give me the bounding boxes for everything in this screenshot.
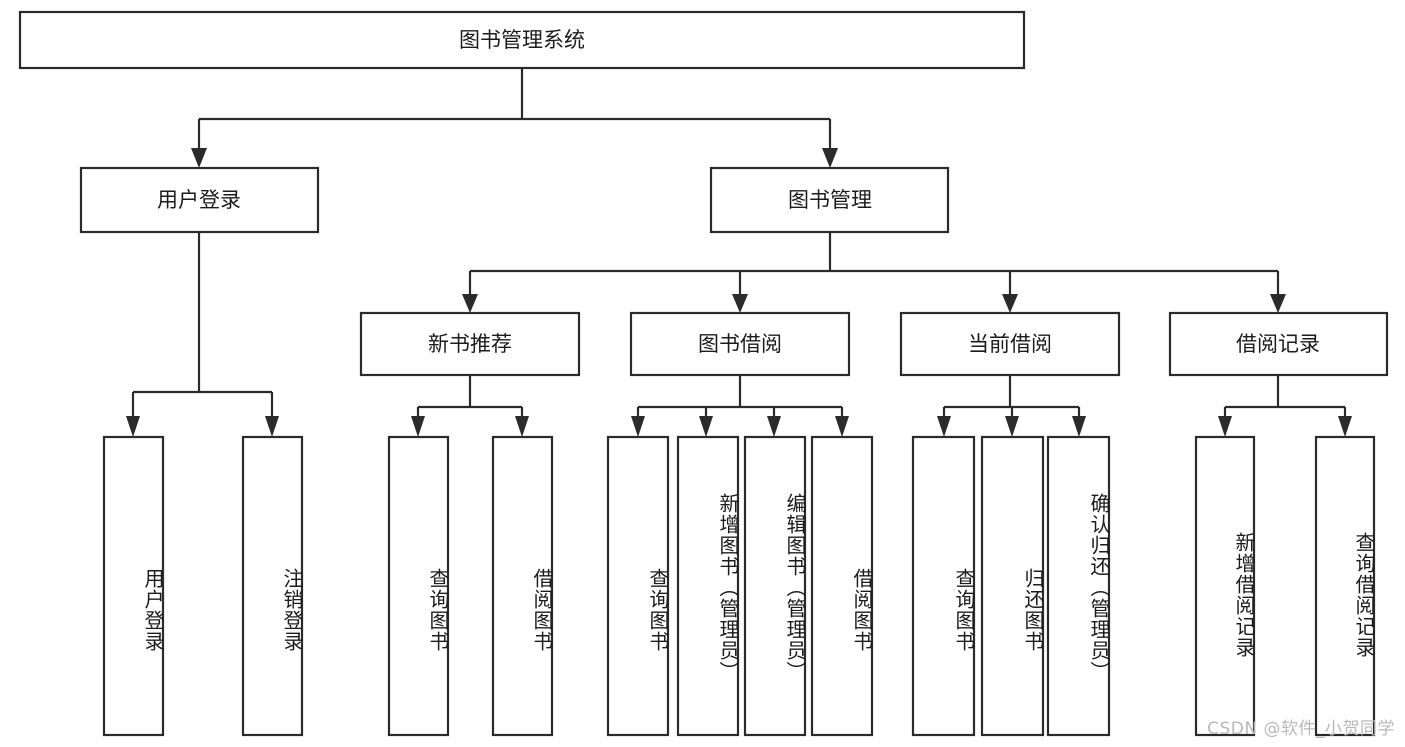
node-leaf-user-logout[interactable] [241, 435, 304, 737]
arrow-head-icon [462, 294, 478, 313]
node-leaf-query-book-3[interactable] [911, 435, 976, 737]
node-leaf-borrow-book-1[interactable] [491, 435, 554, 737]
node-new-book-recommend-label: 新书推荐 [428, 332, 512, 356]
node-user-login[interactable] [79, 166, 320, 234]
node-leaf-query-book-2[interactable] [606, 435, 670, 737]
arrow-head-icon [1072, 416, 1086, 437]
arrow-head-icon [1338, 416, 1352, 437]
node-leaf-add-borrow-record[interactable] [1194, 435, 1256, 737]
node-leaf-return-book[interactable] [980, 435, 1045, 737]
connectors-userlogin-to-leaves [126, 232, 279, 437]
arrow-head-icon [265, 416, 279, 437]
arrow-head-icon [1002, 294, 1018, 313]
node-root-system[interactable] [18, 10, 1026, 70]
node-new-book-recommend[interactable] [359, 311, 581, 377]
arrow-head-icon [835, 416, 849, 437]
arrow-head-icon [767, 416, 781, 437]
csdn-watermark: CSDN @软件_小贺同学 [1207, 719, 1395, 739]
arrow-head-icon [631, 416, 645, 437]
node-leaf-confirm-return-admin[interactable] [1046, 435, 1111, 737]
node-book-borrow[interactable] [629, 311, 851, 377]
arrow-head-icon [937, 416, 951, 437]
node-current-borrow[interactable] [899, 311, 1121, 377]
node-root-system-label: 图书管理系统 [459, 28, 585, 52]
arrow-head-icon [1270, 294, 1286, 313]
node-current-borrow-label: 当前借阅 [968, 332, 1052, 356]
node-leaf-edit-book-admin[interactable] [743, 435, 807, 737]
connectors-root-to-level1 [191, 68, 838, 168]
arrow-head-icon [191, 148, 207, 168]
connectors-bookmgmt-to-level2 [462, 232, 1286, 313]
node-book-borrow-label: 图书借阅 [698, 332, 782, 356]
node-leaf-query-book-1[interactable] [387, 435, 450, 737]
connectors-newbook-to-leaves [411, 375, 529, 437]
arrow-head-icon [126, 416, 140, 437]
node-leaf-add-book-admin[interactable] [676, 435, 740, 737]
arrow-head-icon [411, 416, 425, 437]
arrow-head-icon [515, 416, 529, 437]
arrow-head-icon [732, 294, 748, 313]
arrow-head-icon [1005, 416, 1019, 437]
node-borrow-record[interactable] [1168, 311, 1389, 377]
arrow-head-icon [822, 148, 838, 168]
node-user-login-label: 用户登录 [157, 188, 241, 212]
connectors-bookborrow-to-leaves [631, 375, 849, 437]
node-book-management[interactable] [709, 166, 950, 234]
arrow-head-icon [699, 416, 713, 437]
node-book-management-label: 图书管理 [788, 188, 872, 212]
connectors-borrowrecord-to-leaves [1218, 375, 1352, 437]
arrow-head-icon [1218, 416, 1232, 437]
node-leaf-user-login[interactable] [102, 435, 165, 737]
node-borrow-record-label: 借阅记录 [1236, 332, 1320, 356]
node-leaf-query-borrow-record[interactable] [1314, 435, 1376, 737]
node-leaf-borrow-book-2[interactable] [810, 435, 874, 737]
connectors-currentborrow-to-leaves [937, 375, 1086, 437]
